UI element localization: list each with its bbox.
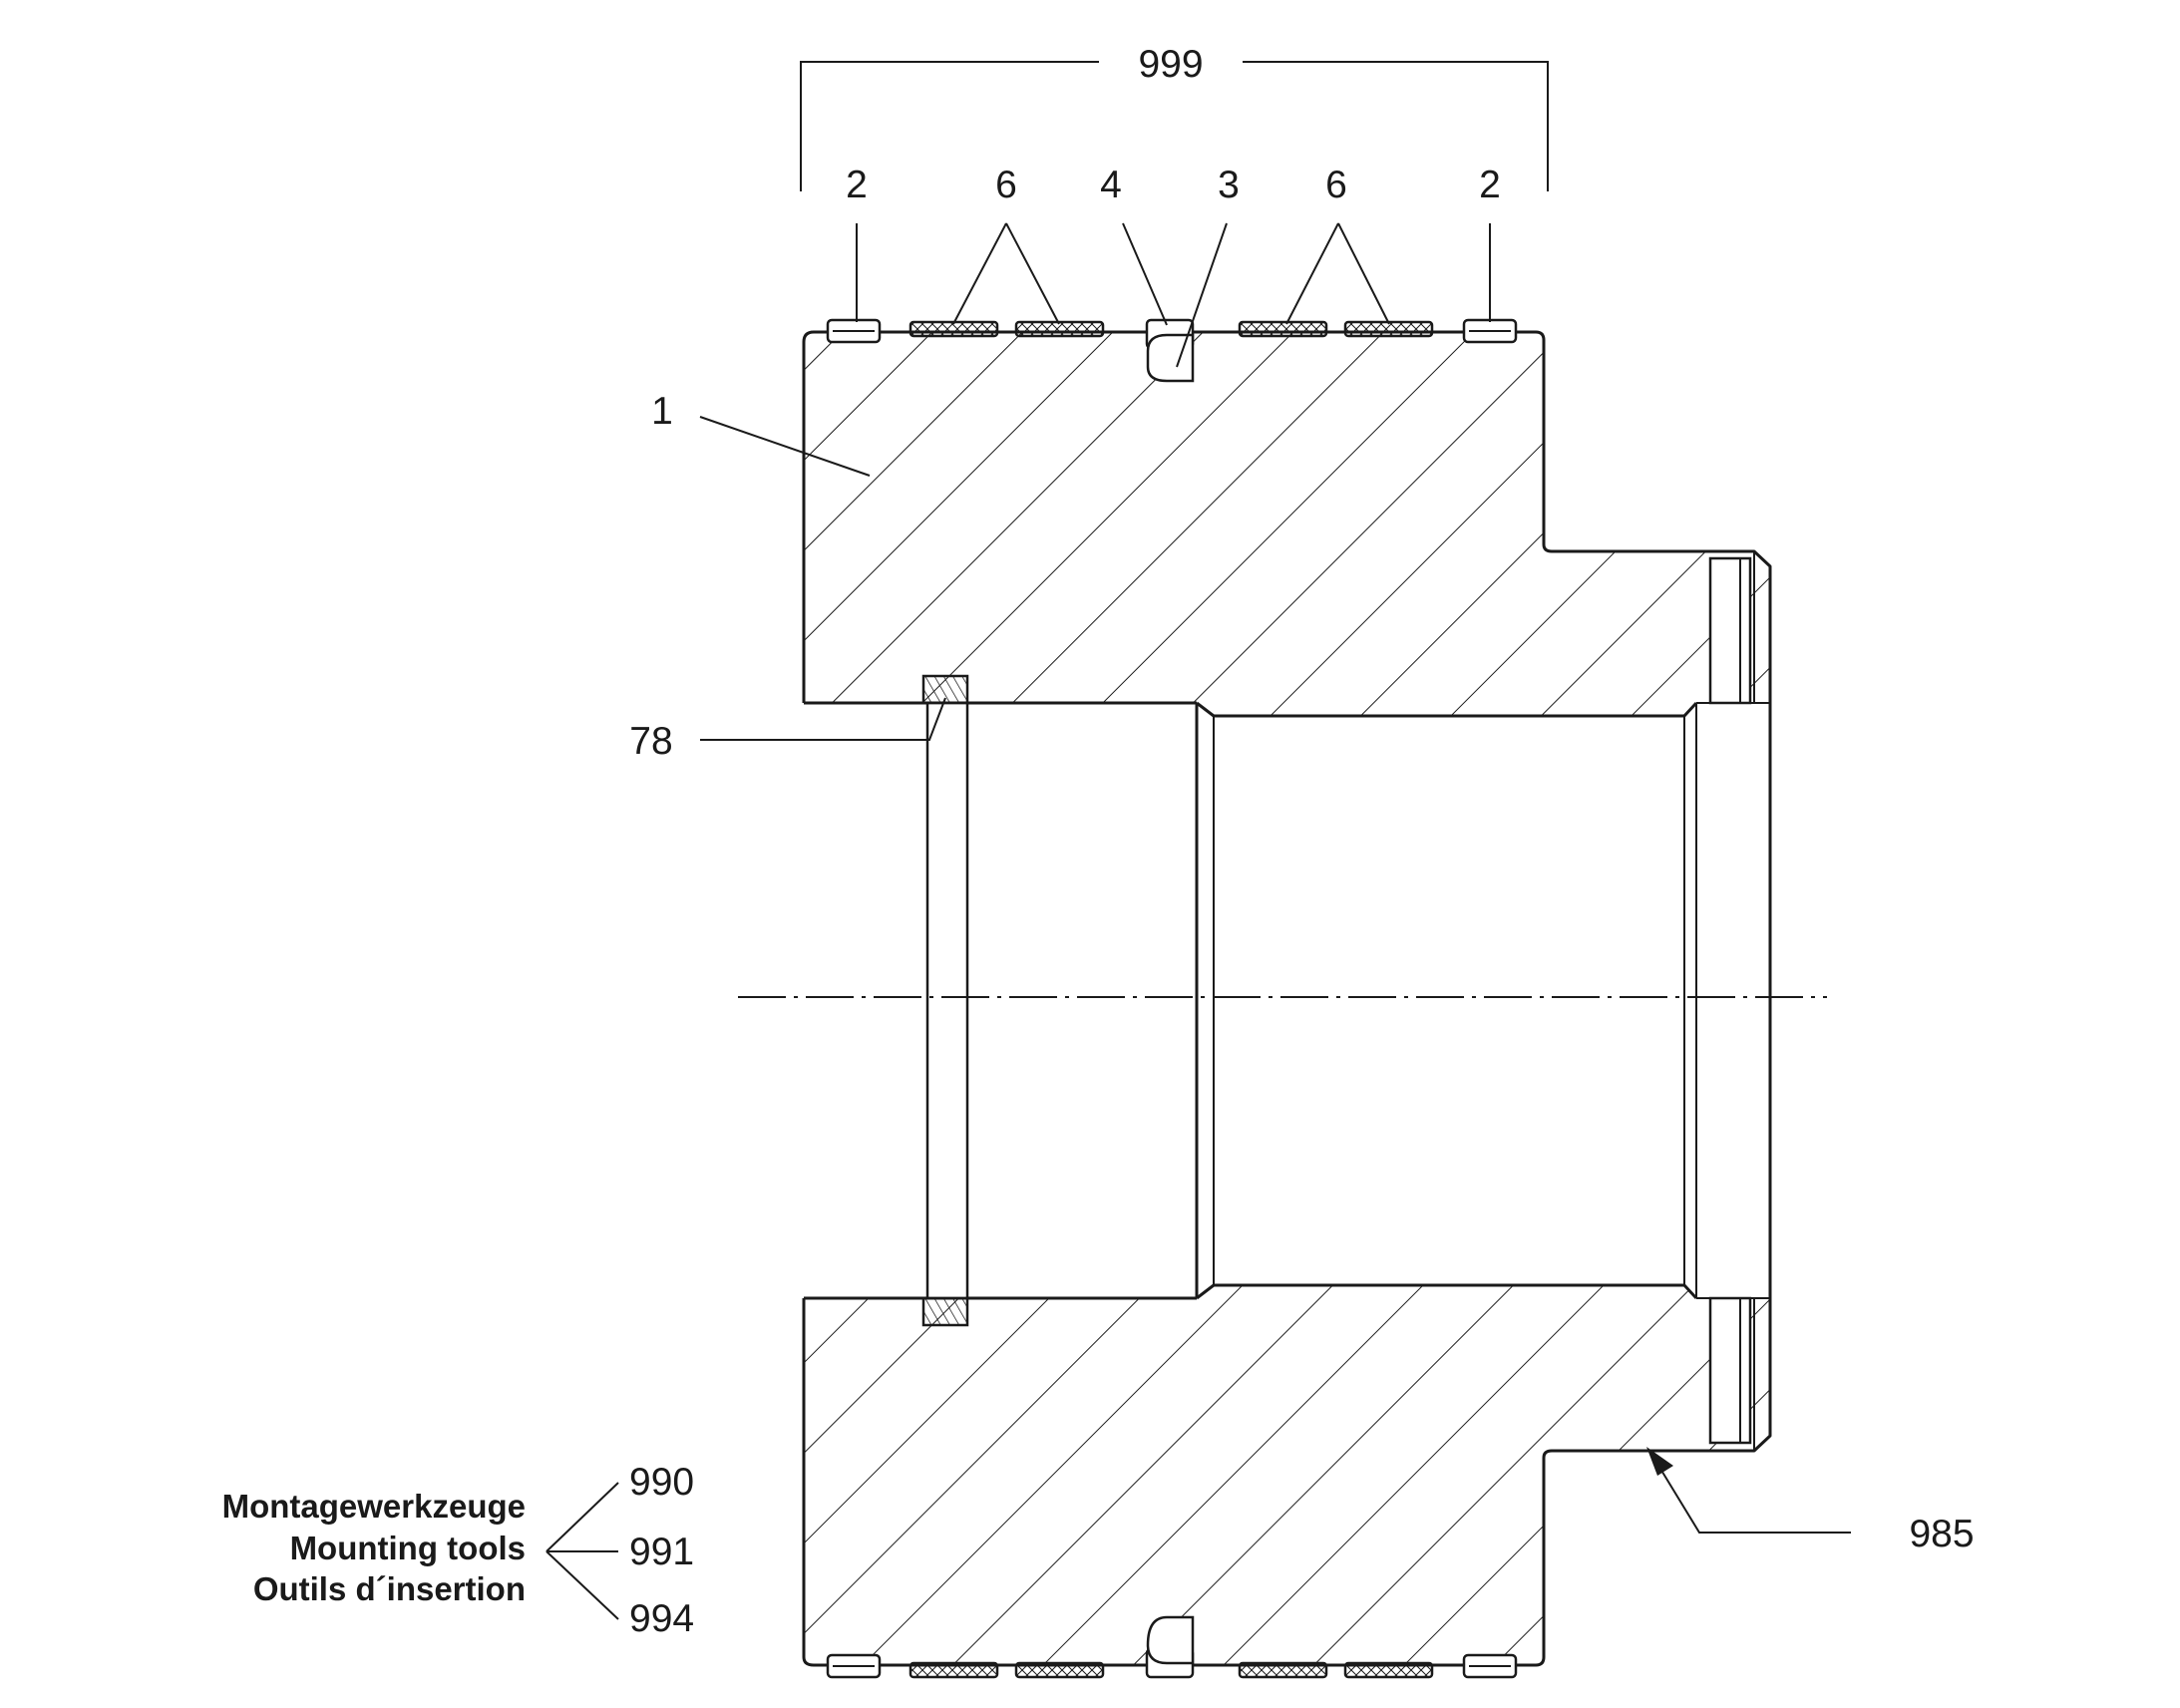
leader-surface-ref bbox=[1646, 1447, 1851, 1534]
assembly-bracket bbox=[800, 61, 1549, 191]
label-tool-991: 991 bbox=[629, 1531, 694, 1573]
leader-piston-body bbox=[699, 416, 871, 477]
seal-set-bottom bbox=[826, 1615, 1518, 1679]
label-piston-body: 1 bbox=[651, 390, 673, 433]
tools-caption-fr: Outils d´insertion bbox=[253, 1570, 526, 1607]
label-assembly: 999 bbox=[1138, 43, 1203, 86]
tools-caption-de: Montagewerkzeuge bbox=[222, 1488, 526, 1525]
seal-set-top bbox=[826, 318, 1518, 383]
label-o-ring: 4 bbox=[1100, 164, 1122, 206]
label-tool-994: 994 bbox=[629, 1597, 694, 1640]
label-snap-ring: 78 bbox=[629, 720, 672, 763]
piston-body-lower bbox=[802, 1285, 1772, 1667]
label-rod-seal-left: 6 bbox=[995, 164, 1017, 206]
leader-snap-ring bbox=[700, 697, 946, 741]
piston-body-upper bbox=[802, 330, 1772, 716]
tools-leaders bbox=[545, 1482, 619, 1620]
flange-groove-upper bbox=[1708, 551, 1755, 705]
label-guide-ring-right: 2 bbox=[1479, 164, 1501, 206]
label-backup-ring: 3 bbox=[1218, 164, 1240, 206]
label-tool-990: 990 bbox=[629, 1461, 694, 1504]
label-rod-seal-right: 6 bbox=[1325, 164, 1347, 206]
label-guide-ring-left: 2 bbox=[846, 164, 868, 206]
snap-ring bbox=[921, 674, 969, 1327]
tools-caption-en: Mounting tools bbox=[290, 1530, 526, 1566]
label-surface-ref: 985 bbox=[1909, 1513, 1974, 1555]
flange-groove-lower bbox=[1708, 1296, 1755, 1451]
top-leaders bbox=[856, 222, 1491, 368]
